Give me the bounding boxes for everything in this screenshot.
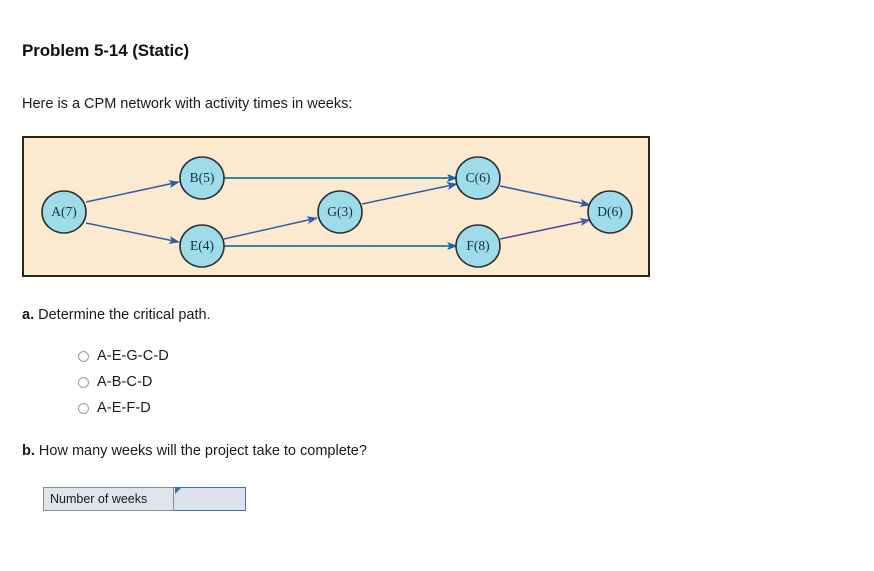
option-a-e-f-d[interactable]: A-E-F-D — [78, 395, 169, 421]
node-d-label: D(6) — [597, 204, 623, 219]
option-label: A-E-G-C-D — [97, 348, 169, 364]
node-e-label: E(4) — [190, 238, 214, 253]
option-a-e-g-c-d[interactable]: A-E-G-C-D — [78, 343, 169, 369]
node-a-label: A(7) — [51, 204, 77, 219]
radio-icon[interactable] — [78, 402, 89, 414]
radio-icon[interactable] — [78, 376, 89, 388]
cpm-network-svg: A(7) B(5) E(4) G(3) C(6) F(8) — [41, 156, 633, 268]
option-label: A-B-C-D — [97, 374, 153, 390]
option-a-b-c-d[interactable]: A-B-C-D — [78, 369, 169, 395]
edge-g-to-c — [361, 182, 458, 205]
question-b-letter: b. — [22, 443, 35, 459]
question-a-letter: a. — [22, 307, 35, 323]
node-f: F(8) — [455, 224, 501, 268]
edge-c-to-d — [499, 185, 591, 207]
edge-e-to-g — [223, 216, 318, 240]
node-b-label: B(5) — [190, 170, 215, 185]
answer-row: Number of weeks — [43, 487, 246, 511]
cpm-network-diagram: A(7) B(5) E(4) G(3) C(6) F(8) — [22, 136, 650, 277]
node-a: A(7) — [41, 190, 87, 234]
radio-icon[interactable] — [78, 350, 89, 362]
edge-a-to-e — [85, 222, 180, 244]
node-d: D(6) — [587, 190, 633, 234]
node-g: G(3) — [317, 190, 363, 234]
question-a: a. Determine the critical path. — [22, 307, 211, 323]
node-g-label: G(3) — [327, 204, 353, 219]
edge-f-to-d — [499, 218, 591, 240]
intro-text: Here is a CPM network with activity time… — [22, 96, 353, 112]
answer-input-cell[interactable] — [174, 487, 246, 511]
number-of-weeks-input[interactable] — [174, 488, 245, 510]
option-label: A-E-F-D — [97, 400, 151, 416]
question-b-text: How many weeks will the project take to … — [38, 443, 367, 459]
edge-a-to-b — [85, 180, 180, 203]
critical-path-options: A-E-G-C-D A-B-C-D A-E-F-D — [78, 343, 169, 421]
node-e: E(4) — [179, 224, 225, 268]
node-f-label: F(8) — [466, 238, 489, 253]
question-b: b. How many weeks will the project take … — [22, 443, 367, 459]
question-a-text: Determine the critical path. — [38, 307, 211, 323]
node-b: B(5) — [179, 156, 225, 200]
node-c: C(6) — [455, 156, 501, 200]
node-c-label: C(6) — [466, 170, 491, 185]
answer-label: Number of weeks — [43, 487, 174, 511]
page-title: Problem 5-14 (Static) — [22, 41, 190, 60]
